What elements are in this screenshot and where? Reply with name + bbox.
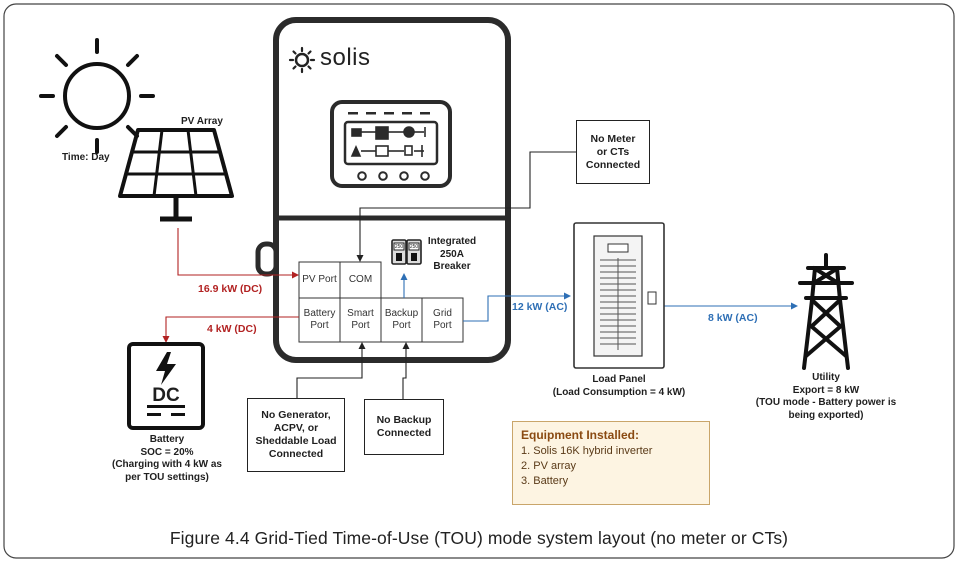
battery-dc-label: DC [152, 385, 180, 406]
battery-caption: Battery SOC = 20% (Charging with 4 kW as… [111, 434, 222, 483]
pv-dc-line [177, 228, 297, 276]
solis-logo-text: solis [320, 44, 371, 71]
load-panel-caption: Load Panel (Load Consumption = 4 kW) [552, 374, 686, 398]
equipment-item: 3. Battery [521, 475, 569, 487]
backup-callout: No Backup Connected [364, 399, 444, 455]
battery-dc-arrowhead [162, 336, 170, 343]
battery-dc-flow-label: 4 kW (DC) [207, 323, 257, 335]
backup-link-line [402, 348, 407, 399]
time-label: Time: Day [62, 152, 110, 163]
pv-dc-arrowhead [292, 271, 299, 279]
breaker-tag-left: 250 [394, 244, 404, 250]
pv-array-label: PV Array [181, 116, 223, 127]
solar-panel-icon [118, 128, 234, 222]
battery-dc-line [165, 316, 299, 337]
utility-caption: Utility Export = 8 kW (TOU mode - Batter… [755, 372, 897, 421]
backup-link-arrowhead [402, 342, 410, 349]
pv-dc-flow-label: 16.9 kW (DC) [198, 283, 263, 295]
port-grid [298, 261, 464, 343]
grid-ac-line [463, 295, 567, 322]
breaker-rows [600, 258, 636, 350]
equipment-installed-box: Equipment Installed: 1. Solis 16K hybrid… [512, 421, 710, 505]
grid-ac-arrowhead [564, 292, 571, 300]
breaker-icon [391, 239, 422, 265]
smart-port: Smart Port [347, 308, 374, 331]
pv-port: PV Port [302, 274, 337, 285]
utility-ac-flow-label: 8 kW (AC) [708, 312, 758, 324]
breaker-label: Integrated 250A Breaker [427, 236, 477, 272]
generator-callout: No Generator, ACPV, or Sheddable Load Co… [247, 398, 345, 472]
meter-link-arrowhead [356, 255, 364, 262]
load-panel-icon [573, 222, 665, 369]
display-glyphs [350, 126, 426, 157]
grid-port: Grid Port [433, 308, 452, 331]
generator-link-line [296, 348, 363, 398]
utility-ac-arrowhead [791, 302, 798, 310]
com-port: COM [348, 274, 373, 285]
battery-icon [127, 342, 205, 430]
meter-link-line [359, 151, 576, 258]
equipment-item: 2. PV array [521, 460, 577, 472]
equipment-item: 1. Solis 16K hybrid inverter [521, 445, 653, 457]
grid-ac-flow-label: 12 kW (AC) [512, 301, 568, 313]
inverter-display [330, 100, 452, 188]
transmission-tower-icon [798, 253, 854, 370]
battery-port: Battery Port [303, 308, 336, 331]
equipment-title: Equipment Installed: [521, 428, 640, 442]
breaker-link-arrowhead [400, 273, 408, 280]
backup-port: Backup Port [384, 308, 419, 331]
meter-callout: No Meter or CTs Connected [576, 120, 650, 184]
breaker-tag-right: 250 [409, 244, 419, 250]
solis-logo-icon [288, 46, 316, 74]
figure-caption: Figure 4.4 Grid-Tied Time-of-Use (TOU) m… [169, 528, 789, 548]
generator-link-arrowhead [358, 342, 366, 349]
